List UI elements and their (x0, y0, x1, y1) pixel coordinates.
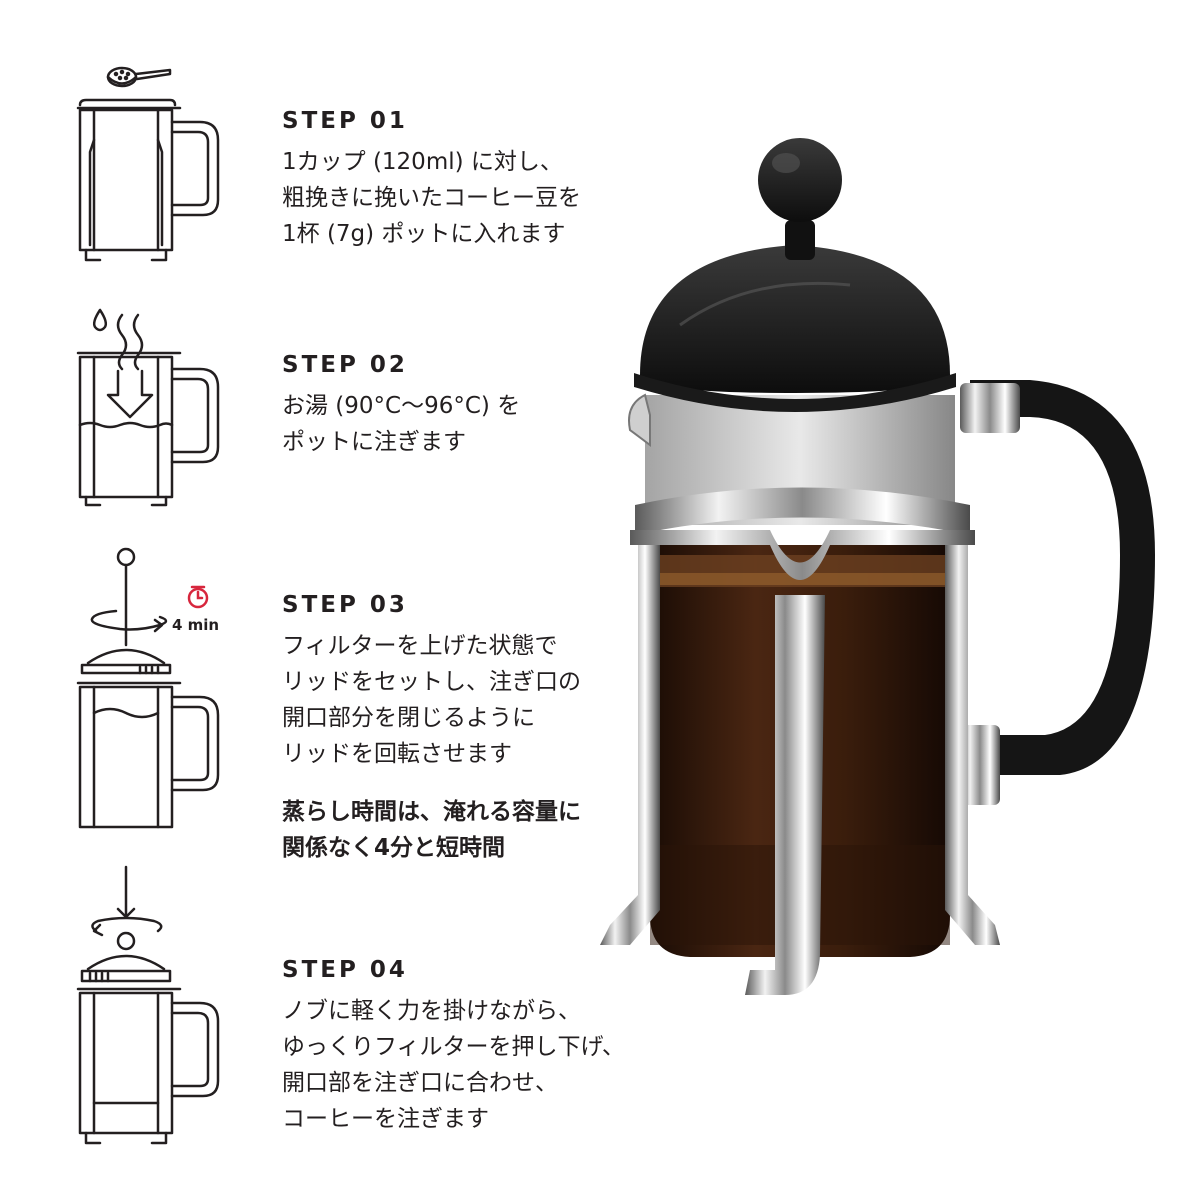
step-text: コーヒーを注ぎます (282, 1106, 489, 1132)
step-text: フィルターを上げた状態で (282, 633, 558, 659)
step2-illustration (76, 308, 220, 507)
step-text: リッドをセットし、注ぎ口の (282, 669, 581, 695)
step-text: 開口部分を閉じるように (282, 705, 535, 731)
step-text: ゆっくりフィルターを押し下げ、 (282, 1034, 625, 1060)
plunger-rod (116, 547, 136, 647)
scoop-icon (106, 66, 172, 88)
rotate-arrow-icon (91, 916, 163, 933)
step-1: STEP 01 1カップ (120ml) に対し、 粗挽きに挽いたコーヒー豆を … (282, 108, 581, 252)
spout (628, 393, 651, 447)
rotate-arrow-icon (90, 609, 168, 631)
step-title: STEP 04 (282, 957, 408, 983)
step4-illustration (76, 865, 220, 1145)
step-text: お湯 (90°C〜96°C) を (282, 393, 521, 419)
step-text: ポットに注ぎます (282, 429, 466, 455)
step-title: STEP 03 (282, 592, 408, 618)
knob-stem (785, 220, 815, 260)
press-down-arrow-icon (116, 865, 136, 919)
french-press-icon (76, 648, 220, 829)
timer-label: 4 min (172, 616, 220, 634)
step-title: STEP 02 (282, 352, 408, 378)
step-note: 関係なく4分と短時間 (282, 835, 506, 861)
step1-illustration (76, 66, 220, 262)
frame-band (630, 530, 975, 580)
step-text: 1カップ (120ml) に対し、 (282, 149, 563, 175)
step-note: 蒸らし時間は、淹れる容量に (282, 799, 581, 825)
french-press-product-image (600, 138, 1155, 995)
french-press-icon (76, 98, 220, 262)
frame-leg-left (600, 545, 660, 945)
lid (640, 245, 950, 393)
step-2: STEP 02 お湯 (90°C〜96°C) を ポットに注ぎます (282, 352, 520, 460)
water-drop-icon (92, 308, 108, 332)
step-title: STEP 01 (282, 108, 408, 134)
frame-leg-right (945, 545, 1000, 945)
frame-leg-center (745, 595, 825, 995)
pour-arrow-icon (106, 313, 154, 419)
clock-icon (187, 585, 209, 609)
french-press-icon (76, 351, 220, 507)
step-text: 1杯 (7g) ポットに入れます (282, 221, 566, 247)
step-text: 開口部を注ぎ口に合わせ、 (282, 1070, 558, 1096)
step-4: STEP 04 ノブに軽く力を掛けながら、 ゆっくりフィルターを押し下げ、 開口… (282, 957, 625, 1137)
step-text: 粗挽きに挽いたコーヒー豆を (282, 185, 581, 211)
step-text: ノブに軽く力を掛けながら、 (282, 998, 581, 1024)
step-3: STEP 03 フィルターを上げた状態で リッドをセットし、注ぎ口の 開口部分を… (282, 592, 581, 866)
knob (758, 138, 842, 222)
step-text: リッドを回転させます (282, 741, 512, 767)
french-press-icon (76, 931, 220, 1145)
step3-illustration (76, 547, 220, 829)
handle (970, 380, 1155, 775)
